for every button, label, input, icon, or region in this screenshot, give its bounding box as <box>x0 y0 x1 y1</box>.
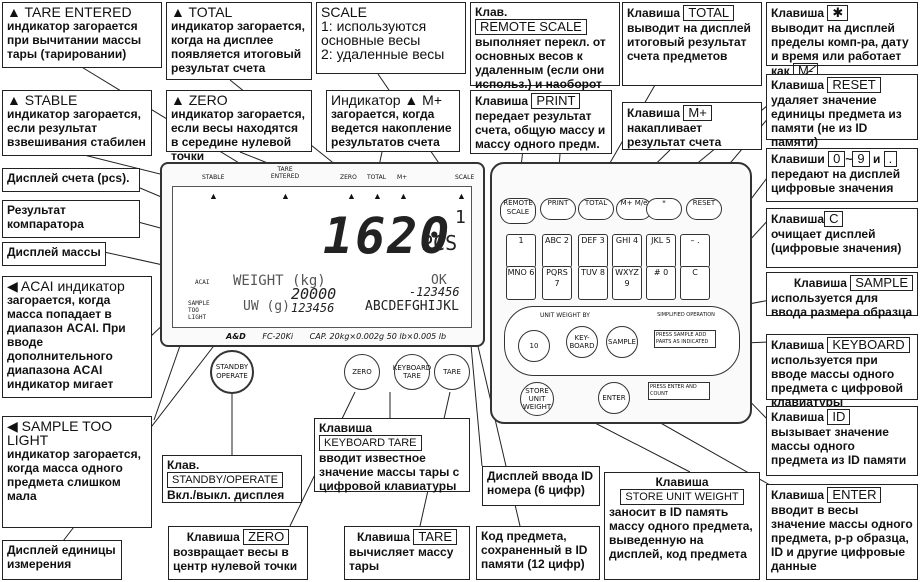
key-c[interactable]: C <box>680 266 710 300</box>
key-1[interactable]: 1 <box>506 234 536 268</box>
annot-comparator: Результат компаратора <box>2 200 140 238</box>
annot-keyboard-key: Клавиша KEYBOARD используется при вводе … <box>766 334 918 409</box>
key-7[interactable]: PQRS 7 <box>542 266 572 300</box>
label-zero: ZERO <box>340 174 357 181</box>
ok-label: OK <box>431 273 447 288</box>
tare-button[interactable]: TARE <box>434 354 470 390</box>
annot-zero-indicator: ▲ ZERO индикатор загорается, если весы н… <box>166 90 312 163</box>
total-key[interactable]: TOTAL <box>578 198 614 220</box>
label-scale: SCALE <box>455 174 475 181</box>
zero-button[interactable]: ZERO <box>344 354 380 390</box>
indicator-labels: STABLE TARE ENTERED ZERO TOTAL M+ SCALE <box>172 166 475 184</box>
capacity-label: CAP. 20kg×0.002g 50 lb×0.005 lb <box>309 332 447 341</box>
label-total: TOTAL <box>367 174 387 181</box>
model-strip: A&D FC-20Ki CAP. 20kg×0.002g 50 lb×0.005… <box>226 332 476 344</box>
item-code-value: ABCDEFGHIJKL <box>365 299 459 314</box>
brand-logo: A&D <box>226 332 246 341</box>
annot-sample-too-light: ◀ SAMPLE TOO LIGHT индикатор загорается,… <box>2 416 152 528</box>
annot-stable: ▲ STABLE индикатор загорается, если резу… <box>2 90 152 156</box>
annot-total: ▲ TOTAL индикатор загорается, когда на д… <box>166 2 312 80</box>
annot-tare-entered: ▲ TARE ENTERED индикатор загорается при … <box>2 2 162 68</box>
annot-keyboard-tare: КлавишаKEYBOARD TARE вводит известное зн… <box>314 418 470 493</box>
key-3[interactable]: DEF 3 <box>578 234 608 268</box>
annot-num-keys: Клавиши 0~9 и . передают на дисплей цифр… <box>766 148 918 202</box>
uw-value: 123456 <box>291 301 335 315</box>
sample-key[interactable]: SAMPLE <box>606 326 638 358</box>
annot-store-unit-weight: Клавиша STORE UNIT WEIGHT заносит в ID п… <box>604 472 760 580</box>
indicator-triangles: ▲ ▲ ▲ ▲ ▲ ▲ <box>209 191 466 201</box>
keyboard-tare-button[interactable]: KEYBOARD TARE <box>393 354 431 390</box>
annot-sample-key: Клавиша SAMPLE используется для ввода ра… <box>766 272 918 319</box>
reset-key[interactable]: RESET <box>686 198 722 220</box>
enter-key[interactable]: ENTER <box>598 382 630 414</box>
key-4[interactable]: GHI 4 <box>612 234 642 268</box>
uw-label: UW (g) <box>243 299 290 314</box>
simplified-label: SIMPLIFIED OPERATION <box>657 312 715 318</box>
print-key[interactable]: PRINT <box>540 198 576 220</box>
weight-value: 20000 <box>291 285 337 303</box>
annot-zero-key: Клавиша ZERO возвращает весы в центр нул… <box>168 526 308 580</box>
key-8[interactable]: TUV 8 <box>578 266 608 300</box>
label-mplus: M+ <box>397 174 408 181</box>
label-tare-entered: TARE ENTERED <box>270 166 300 180</box>
annot-total-key: Клавиша TOTAL выводит на дисплей итоговы… <box>622 2 762 86</box>
annot-acai: ◀ ACAI индикатор загорается, когда масса… <box>2 276 152 398</box>
id-value: -123456 <box>409 285 460 299</box>
annot-count-display: Дисплей счета (pcs). <box>2 168 140 192</box>
annot-tare-key: Клавиша TARE вычисляет массу тары <box>344 526 470 580</box>
key-2[interactable]: ABC 2 <box>542 234 572 268</box>
scale-number: 1 <box>455 207 466 228</box>
annot-enter-key: Клавиша ENTER вводит в весы значение мас… <box>766 484 918 580</box>
press-sample-note: PRESS SAMPLE ADD PARTS AS INDICATED <box>654 330 716 348</box>
annot-id-display: Дисплей ввода ID номера (6 цифр) <box>482 466 600 506</box>
star-key[interactable]: * <box>646 198 682 220</box>
annot-standby: Клав. STANDBY/OPERATE Вкл./выкл. дисплея <box>162 455 302 503</box>
key-5[interactable]: JKL 5 <box>646 234 676 268</box>
key-9[interactable]: WXYZ 9 <box>612 266 642 300</box>
annot-mplus-key: Клавиша M+ накапливает результат счета <box>622 102 762 150</box>
unit-weight-title: UNIT WEIGHT BY <box>540 312 590 319</box>
keyboard-key[interactable]: KEY-BOARD <box>566 326 598 358</box>
annot-item-code: Код предмета, сохраненный в ID памяти (1… <box>476 526 600 580</box>
key-10[interactable]: 10 <box>518 330 550 362</box>
press-enter-note: PRESS ENTER AND COUNT <box>648 382 710 400</box>
key-0[interactable]: # 0 <box>646 266 676 300</box>
annot-mass-display: Дисплей массы <box>2 242 106 266</box>
annot-print-key: Клавиша PRINT передает результат счета, … <box>470 90 612 154</box>
lcd-screen: ▲ ▲ ▲ ▲ ▲ ▲ 1620 PCS 1 WEIGHT (kg) OK 20… <box>172 186 472 328</box>
count-unit: PCS <box>421 231 458 255</box>
sample-too-light-label: SAMPLE TOO LIGHT <box>188 300 210 321</box>
key-6[interactable]: MNO 6 <box>506 266 536 300</box>
label-stable: STABLE <box>202 174 225 181</box>
annot-star-key: Клавиша ✱ выводит на дисплей пределы ком… <box>766 2 918 79</box>
annot-reset-key: Клавиша RESET удаляет значение единицы п… <box>766 74 918 149</box>
annot-unit-display: Дисплей единицы измерения <box>2 540 122 580</box>
model-name: FC-20Ki <box>262 332 294 341</box>
annot-mplus-indicator: Индикатор ▲ M+ загорается, когда ведется… <box>326 90 460 152</box>
weight-label: WEIGHT (kg) <box>233 273 326 289</box>
acai-label: ACAI <box>195 279 210 286</box>
store-unit-weight-key[interactable]: STORE UNIT WEIGHT <box>520 382 554 416</box>
mplus-key[interactable]: M+ M/e <box>616 198 652 220</box>
annot-scale: SCALE 1: используются основные весы 2: у… <box>316 2 466 74</box>
remote-scale-key[interactable]: REMOTE SCALE <box>500 198 536 224</box>
key-minus-dot[interactable]: – . <box>680 234 710 268</box>
count-digits: 1620 <box>323 207 452 265</box>
annot-id-key: Клавиша ID вызывает значение массы одног… <box>766 406 918 476</box>
standby-operate-button[interactable]: STANDBY OPERATE <box>210 350 254 394</box>
annot-remote-scale: Клав. REMOTE SCALE выполняет перекл. от … <box>470 2 620 91</box>
